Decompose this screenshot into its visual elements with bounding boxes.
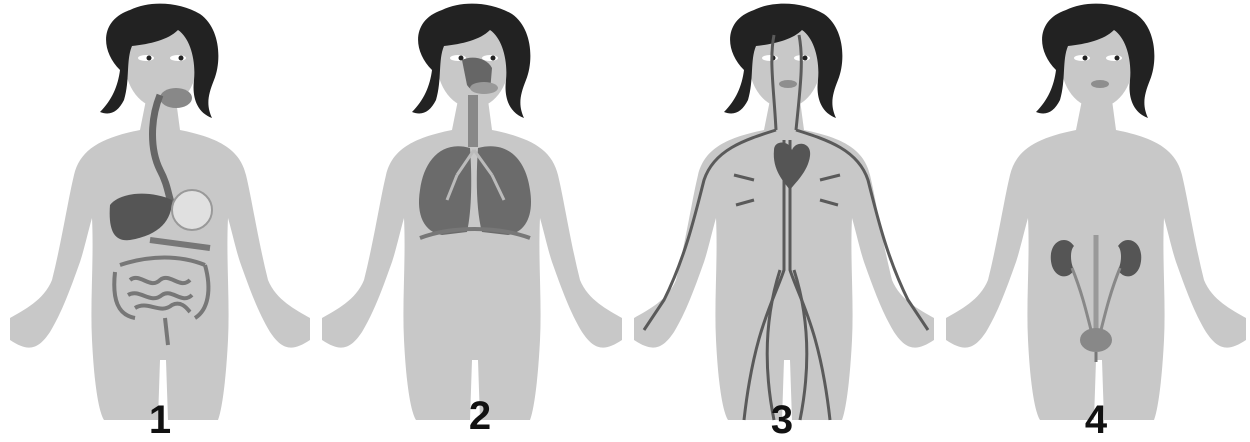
figure-4-drawing <box>936 0 1248 439</box>
figure-urinary: 4 <box>936 0 1248 439</box>
figure-label-3: 3 <box>752 400 812 440</box>
lips <box>779 80 797 88</box>
lips <box>1091 80 1109 88</box>
figure-label-1: 1 <box>130 400 190 440</box>
pharynx <box>470 82 498 94</box>
figure-label-4: 4 <box>1066 400 1126 440</box>
figure-3-drawing <box>624 0 936 439</box>
figure-2-drawing <box>312 0 624 439</box>
mouth-cavity <box>160 88 192 108</box>
stomach <box>172 190 212 230</box>
trachea <box>468 95 478 147</box>
bladder <box>1080 328 1112 352</box>
figure-respiratory: 2 <box>312 0 624 439</box>
figure-circulatory: 3 <box>624 0 936 439</box>
figure-label-2: 2 <box>450 396 510 436</box>
figure-1-drawing <box>0 0 312 439</box>
figure-digestive: 1 <box>0 0 312 439</box>
